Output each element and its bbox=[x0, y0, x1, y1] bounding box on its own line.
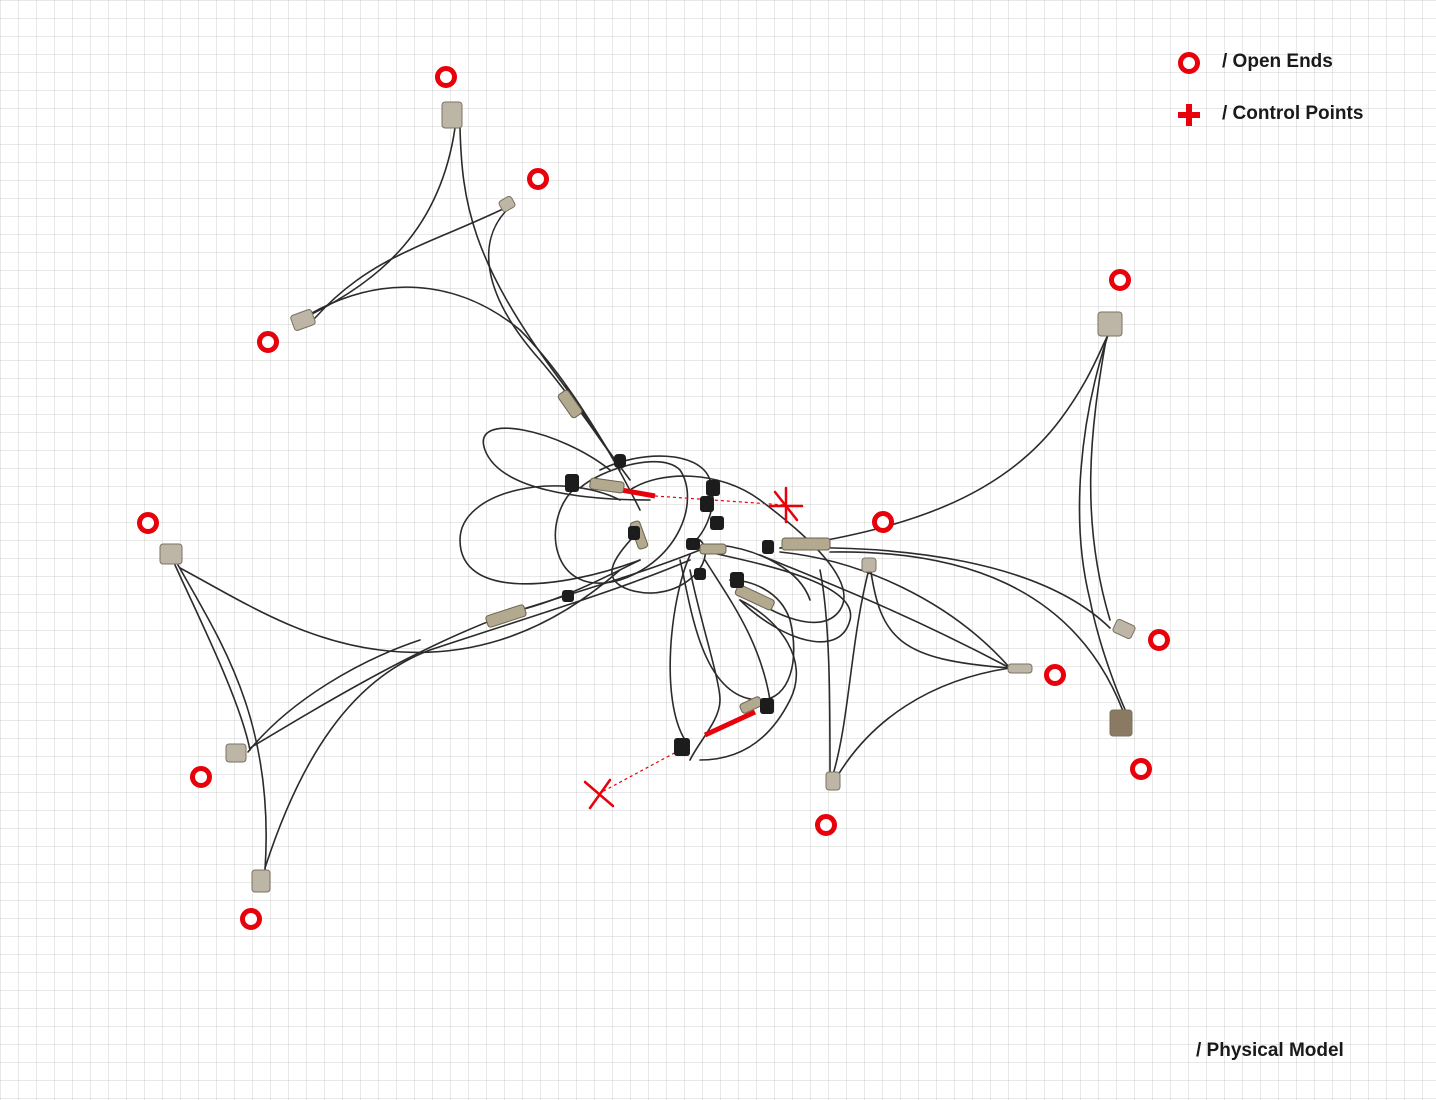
wire bbox=[689, 569, 721, 761]
end-fitting bbox=[498, 195, 516, 213]
end-fitting bbox=[225, 743, 247, 763]
end-fittings bbox=[159, 101, 1136, 893]
wire bbox=[669, 554, 691, 741]
red-ring-icon bbox=[257, 331, 279, 353]
wire-network bbox=[174, 127, 1131, 871]
wire bbox=[779, 551, 1011, 669]
red-cross-icon bbox=[583, 778, 615, 810]
wire bbox=[831, 564, 871, 779]
wire bbox=[177, 564, 267, 871]
legend-control-points-label: / Control Points bbox=[1222, 103, 1364, 124]
clip bbox=[762, 540, 774, 554]
clip bbox=[760, 698, 774, 714]
red-ring-icon bbox=[527, 168, 549, 190]
wire bbox=[599, 455, 714, 546]
wire bbox=[309, 127, 456, 316]
clip bbox=[614, 454, 626, 468]
wire bbox=[459, 485, 641, 585]
clip bbox=[562, 590, 574, 602]
wire bbox=[482, 427, 651, 501]
end-fitting bbox=[1112, 618, 1136, 640]
clip bbox=[565, 474, 579, 492]
red-ring-icon bbox=[1172, 46, 1206, 78]
wire bbox=[487, 211, 631, 481]
clip bbox=[730, 572, 744, 588]
legend-open-ends: / Open Ends bbox=[1172, 46, 1333, 78]
red-ring-icon bbox=[1130, 758, 1152, 780]
caption: / Physical Model bbox=[1196, 1040, 1344, 1061]
end-fitting bbox=[290, 309, 316, 331]
clip bbox=[700, 496, 714, 512]
legend-open-ends-label: / Open Ends bbox=[1222, 51, 1333, 72]
end-fitting bbox=[861, 557, 877, 573]
wire bbox=[819, 569, 831, 776]
red-ring-icon bbox=[1044, 664, 1066, 686]
red-ring-icon bbox=[872, 511, 894, 533]
wire bbox=[704, 559, 771, 701]
legend-control-points: / Control Points bbox=[1172, 98, 1363, 130]
red-ring-icon bbox=[240, 908, 262, 930]
wire bbox=[554, 460, 689, 584]
clip bbox=[686, 538, 700, 550]
connector bbox=[485, 604, 527, 628]
red-ring-icon bbox=[137, 512, 159, 534]
end-fitting bbox=[1007, 663, 1033, 674]
wire bbox=[264, 559, 691, 869]
connector bbox=[734, 584, 775, 611]
clips bbox=[562, 454, 774, 756]
connector bbox=[781, 537, 831, 551]
red-ring-icon bbox=[1109, 269, 1131, 291]
clip bbox=[710, 516, 724, 530]
control-line bbox=[654, 495, 786, 506]
wire bbox=[179, 567, 621, 654]
open-end-markers bbox=[137, 66, 1170, 930]
control-point-markers bbox=[583, 486, 804, 810]
wire bbox=[174, 564, 251, 751]
wire bbox=[299, 286, 621, 471]
control-line bbox=[599, 749, 681, 794]
connector bbox=[557, 389, 583, 419]
clip bbox=[674, 738, 690, 756]
end-fitting bbox=[1109, 709, 1133, 737]
wire bbox=[519, 559, 641, 611]
end-fitting bbox=[1097, 311, 1123, 337]
clip bbox=[628, 526, 640, 540]
wire bbox=[699, 599, 798, 761]
wire bbox=[759, 554, 1011, 669]
wire bbox=[834, 667, 1011, 781]
red-cross-icon bbox=[768, 486, 804, 524]
wire bbox=[1078, 334, 1131, 721]
end-fitting bbox=[159, 543, 183, 565]
end-fitting bbox=[825, 771, 841, 791]
wire bbox=[611, 529, 707, 594]
wire bbox=[779, 546, 1111, 629]
control-lines bbox=[599, 495, 786, 794]
clip bbox=[694, 568, 706, 580]
connector bbox=[589, 477, 625, 494]
red-cross-icon bbox=[1172, 98, 1206, 130]
wire bbox=[249, 549, 701, 749]
end-fitting bbox=[441, 101, 463, 129]
red-ring-icon bbox=[815, 814, 837, 836]
wire bbox=[779, 334, 1109, 549]
clip bbox=[706, 480, 720, 496]
connectors bbox=[485, 389, 831, 714]
wire bbox=[247, 639, 421, 753]
red-ring-icon bbox=[1148, 629, 1170, 651]
wire bbox=[719, 544, 811, 601]
red-rod bbox=[703, 709, 757, 738]
connector bbox=[699, 543, 727, 555]
red-ring-icon bbox=[190, 766, 212, 788]
wire bbox=[699, 549, 852, 643]
wire bbox=[869, 564, 1011, 669]
end-fitting bbox=[251, 869, 271, 893]
red-ring-icon bbox=[435, 66, 457, 88]
wire bbox=[829, 551, 1129, 726]
wire bbox=[679, 559, 795, 701]
wire bbox=[1089, 339, 1111, 621]
wire bbox=[314, 207, 506, 319]
